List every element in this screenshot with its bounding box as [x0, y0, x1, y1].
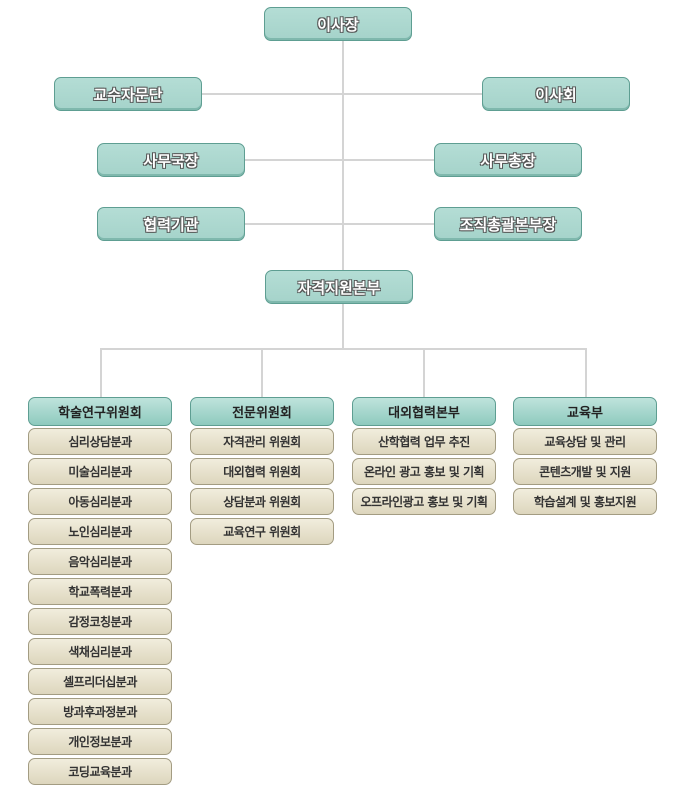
column-head: 학술연구위원회 [28, 397, 172, 426]
cert-hq-box: 자격지원본부 [265, 270, 413, 304]
board-box: 이사회 [482, 77, 630, 111]
advisory-box: 교수자문단 [54, 77, 202, 111]
connector-line [245, 223, 434, 225]
column-item: 음악심리분과 [28, 548, 172, 575]
column-item: 산학협력 업무 추진 [352, 428, 496, 455]
connector-line [261, 348, 263, 397]
partners-box: 협력기관 [97, 207, 245, 241]
connector-line [245, 159, 434, 161]
column-item: 노인심리분과 [28, 518, 172, 545]
column-head: 전문위원회 [190, 397, 334, 426]
column-item: 감정코칭분과 [28, 608, 172, 635]
column-item: 교육상담 및 관리 [513, 428, 657, 455]
column-item: 대외협력 위원회 [190, 458, 334, 485]
column-item: 아동심리분과 [28, 488, 172, 515]
column-item: 방과후과정분과 [28, 698, 172, 725]
column-item: 오프라인광고 홍보 및 기획 [352, 488, 496, 515]
chairman-box: 이사장 [264, 7, 412, 41]
column-item: 코딩교육분과 [28, 758, 172, 785]
column-item: 학교폭력분과 [28, 578, 172, 605]
column-item: 미술심리분과 [28, 458, 172, 485]
connector-line [100, 348, 102, 397]
connector-line [423, 348, 425, 397]
org-director-box: 조직총괄본부장 [434, 207, 582, 241]
column-item: 자격관리 위원회 [190, 428, 334, 455]
column-item: 콘텐츠개발 및 지원 [513, 458, 657, 485]
connector-line [342, 41, 344, 270]
connector-line [342, 304, 344, 349]
column-head: 대외협력본부 [352, 397, 496, 426]
column-head: 교육부 [513, 397, 657, 426]
connector-line [585, 348, 587, 397]
general-manager-box: 사무총장 [434, 143, 582, 177]
secretary-general-box: 사무국장 [97, 143, 245, 177]
column-item: 학습설계 및 홍보지원 [513, 488, 657, 515]
column-item: 개인정보분과 [28, 728, 172, 755]
column-item: 셀프리더십분과 [28, 668, 172, 695]
connector-line [100, 348, 587, 350]
column-item: 상담분과 위원회 [190, 488, 334, 515]
column-item: 온라인 광고 홍보 및 기획 [352, 458, 496, 485]
column-item: 교육연구 위원회 [190, 518, 334, 545]
connector-line [202, 93, 482, 95]
column-item: 색채심리분과 [28, 638, 172, 665]
column-item: 심리상담분과 [28, 428, 172, 455]
